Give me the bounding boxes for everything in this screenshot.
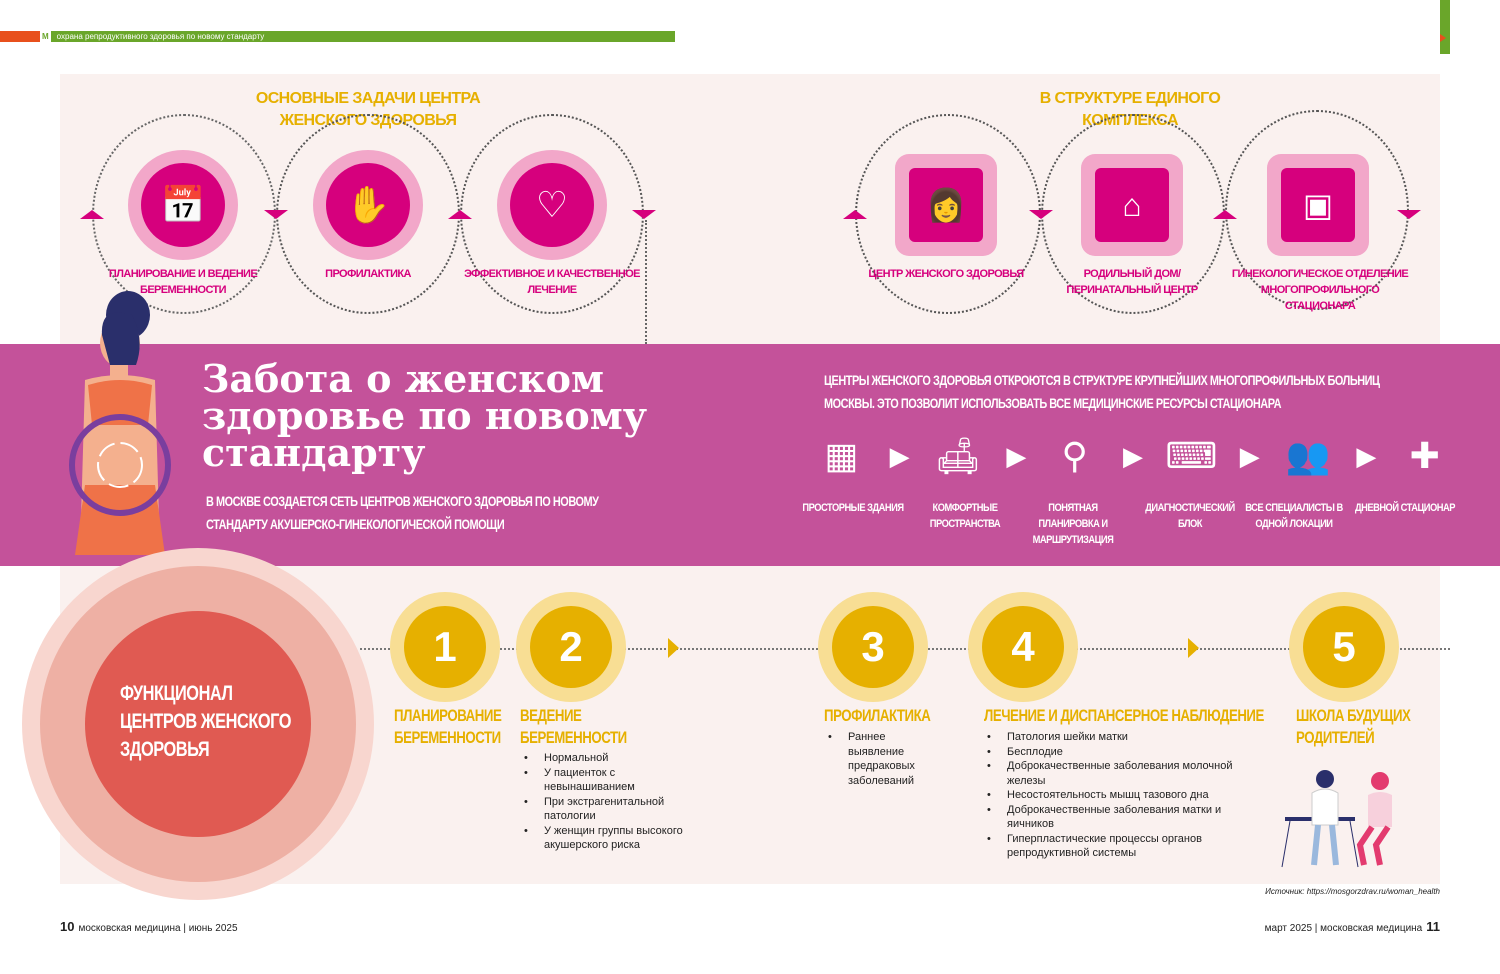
arrow-up-icon (448, 210, 472, 219)
header-green-bar: М охрана репродуктивного здоровья по нов… (40, 31, 675, 42)
dotted-connector (645, 220, 647, 344)
arrow-right-icon (1188, 638, 1199, 658)
step-title: Школа будущих родителей (1296, 706, 1411, 747)
feature-label: Дневной стационар (1354, 502, 1456, 514)
functional-inner-circle (85, 611, 311, 837)
diagnostic-icon: ⌨ (1165, 435, 1218, 476)
structure-label: Центр женского здоровья (868, 268, 1024, 280)
list-item: Бесплодие (983, 745, 1253, 760)
corner-triangle-icon (1440, 34, 1446, 42)
task-label: Планирование и ведение беременности (108, 268, 258, 296)
step-5-badge: 5 (1289, 592, 1399, 702)
route-icon: ⚲ (1061, 435, 1088, 476)
header-orange-bar (0, 31, 40, 42)
step-title: Профилактика (824, 706, 931, 725)
chevron-right-icon: ▶ (889, 440, 910, 471)
footer-text: март 2025 | московская медицина (1264, 923, 1423, 934)
step-3-list: Раннее выявление предраковых заболеваний (824, 730, 934, 788)
step-2-badge: 2 (516, 592, 626, 702)
care-hands-icon: ✚ (1409, 435, 1440, 476)
footer-left: 10 московская медицина | июнь 2025 (60, 919, 238, 934)
list-item: Патология шейки матки (983, 730, 1253, 745)
hospital-monitor-icon: ▣ (1267, 154, 1369, 256)
list-item: Нормальной (520, 751, 690, 766)
feature-label: Комфортные пространства (929, 502, 1001, 530)
list-item: При экстрагенитальной патологии (520, 795, 690, 824)
footer-right: март 2025 | московская медицина 11 (1265, 919, 1440, 934)
arrow-down-icon (632, 210, 656, 219)
list-item: У женщин группы высокого акушерского рис… (520, 824, 690, 853)
band-statement: Центры женского здоровья откроются в стр… (824, 372, 1380, 411)
feature-label: Все специалисты в одной локации (1245, 502, 1343, 530)
step-title: Планирование беременности (394, 706, 502, 747)
chevron-right-icon: ▶ (1123, 440, 1144, 471)
step-4-badge: 4 (968, 592, 1078, 702)
floor-plan-icon: ▦ (824, 435, 859, 476)
arrow-down-icon (1029, 210, 1053, 219)
step-2-list: Нормальной У пациенток с невынашиванием … (520, 751, 690, 853)
woman-illustration (69, 291, 171, 555)
list-item: У пациенток с невынашиванием (520, 766, 690, 795)
step-4-list: Патология шейки матки Бесплодие Доброкач… (983, 730, 1253, 861)
task-label: Эффективное и качественное лечение (464, 268, 640, 296)
source-note: Источник: https://mosgorzdrav.ru/woman_h… (1265, 887, 1440, 896)
page-number: 11 (1426, 919, 1440, 934)
page-number: 10 (60, 919, 75, 934)
doctors-icon: 👥 (1285, 435, 1331, 476)
chevron-right-icon: ▶ (1356, 440, 1377, 471)
magazine-logo: М (40, 31, 51, 42)
women-icon: 👩 (895, 154, 997, 256)
parents-illustration (1281, 770, 1392, 868)
feature-label: Понятная планировка и маршрутизация (1032, 502, 1114, 546)
footer-text: московская медицина | июнь 2025 (78, 923, 238, 934)
arrow-up-icon (80, 210, 104, 219)
list-item: Раннее выявление предраковых заболеваний (824, 730, 934, 788)
feature-label: Диагностический блок (1145, 502, 1235, 530)
arrow-down-icon (1397, 210, 1421, 219)
list-item: Гиперпластические процессы органов репро… (983, 832, 1253, 861)
chevron-right-icon: ▶ (1006, 440, 1027, 471)
heart-hands-icon: ♡ (497, 150, 607, 260)
arrow-down-icon (264, 210, 288, 219)
maternity-house-icon: ⌂ (1081, 154, 1183, 256)
calendar-heart-icon: 📅 (128, 150, 238, 260)
corner-marker (1440, 0, 1450, 54)
stop-hand-icon: ✋ (313, 150, 423, 260)
arrow-right-icon (668, 638, 679, 658)
hero-title: Забота о женском здоровье по новому стан… (202, 356, 648, 475)
step-title: Лечение и диспансерное наблюдение (984, 706, 1264, 725)
step-1-badge: 1 (390, 592, 500, 702)
list-item: Доброкачественные заболевания матки и яи… (983, 803, 1253, 832)
feature-label: Просторные здания (802, 502, 904, 514)
section-title: охрана репродуктивного здоровья по новом… (56, 32, 265, 41)
step-title: Ведение беременности (520, 706, 627, 747)
arrow-up-icon (1213, 210, 1237, 219)
list-item: Доброкачественные заболевания молочной ж… (983, 759, 1253, 788)
hero-subtitle: В Москве создается сеть центров женского… (206, 493, 599, 532)
list-item: Несостоятельность мышц тазового дна (983, 788, 1253, 803)
functional-title: Функционал центров женского здоровья (120, 682, 292, 761)
arrow-up-icon (843, 210, 867, 219)
step-3-badge: 3 (818, 592, 928, 702)
features-row: ▦ ▶ 🛋 ▶ ⚲ ▶ ⌨ ▶ 👥 ▶ ✚ (793, 435, 1473, 477)
chevron-right-icon: ▶ (1239, 440, 1260, 471)
hero-band (0, 344, 1500, 566)
task-label: Профилактика (325, 268, 411, 280)
armchair-icon: 🛋 (935, 435, 981, 476)
structure-label: Родильный дом/ перинатальный центр (1066, 268, 1198, 296)
structure-label: Гинекологическое отделение многопрофильн… (1231, 268, 1409, 312)
